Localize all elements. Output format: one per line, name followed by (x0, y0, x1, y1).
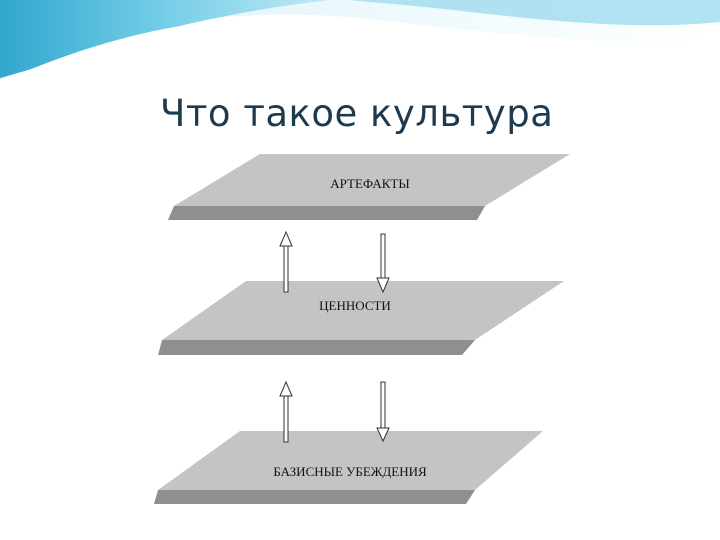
arrow-up-values-to-artefacts (279, 230, 293, 293)
level-label-values: ЦЕННОСТИ (319, 298, 391, 313)
level-label-artefacts: АРТЕФАКТЫ (330, 176, 409, 191)
slide-title: Что такое культура (160, 92, 554, 135)
level-label-basic-assumptions: БАЗИСНЫЕ УБЕЖДЕНИЯ (273, 464, 427, 479)
level-plane-artefacts: АРТЕФАКТЫ (168, 154, 570, 220)
arrow-down-artefacts-to-values (376, 233, 390, 294)
level-plane-values: ЦЕННОСТИ (158, 281, 564, 355)
level-plane-basic-assumptions: БАЗИСНЫЕ УБЕЖДЕНИЯ (154, 431, 543, 504)
arrow-up-assumptions-to-values (279, 380, 293, 443)
culture-levels-diagram: АРТЕФАКТЫ ЦЕННОСТИ БАЗИСНЫЕ УБЕЖДЕНИЯ (150, 150, 575, 512)
arrow-down-values-to-assumptions (376, 381, 390, 443)
decorative-wave-banner (0, 0, 720, 86)
